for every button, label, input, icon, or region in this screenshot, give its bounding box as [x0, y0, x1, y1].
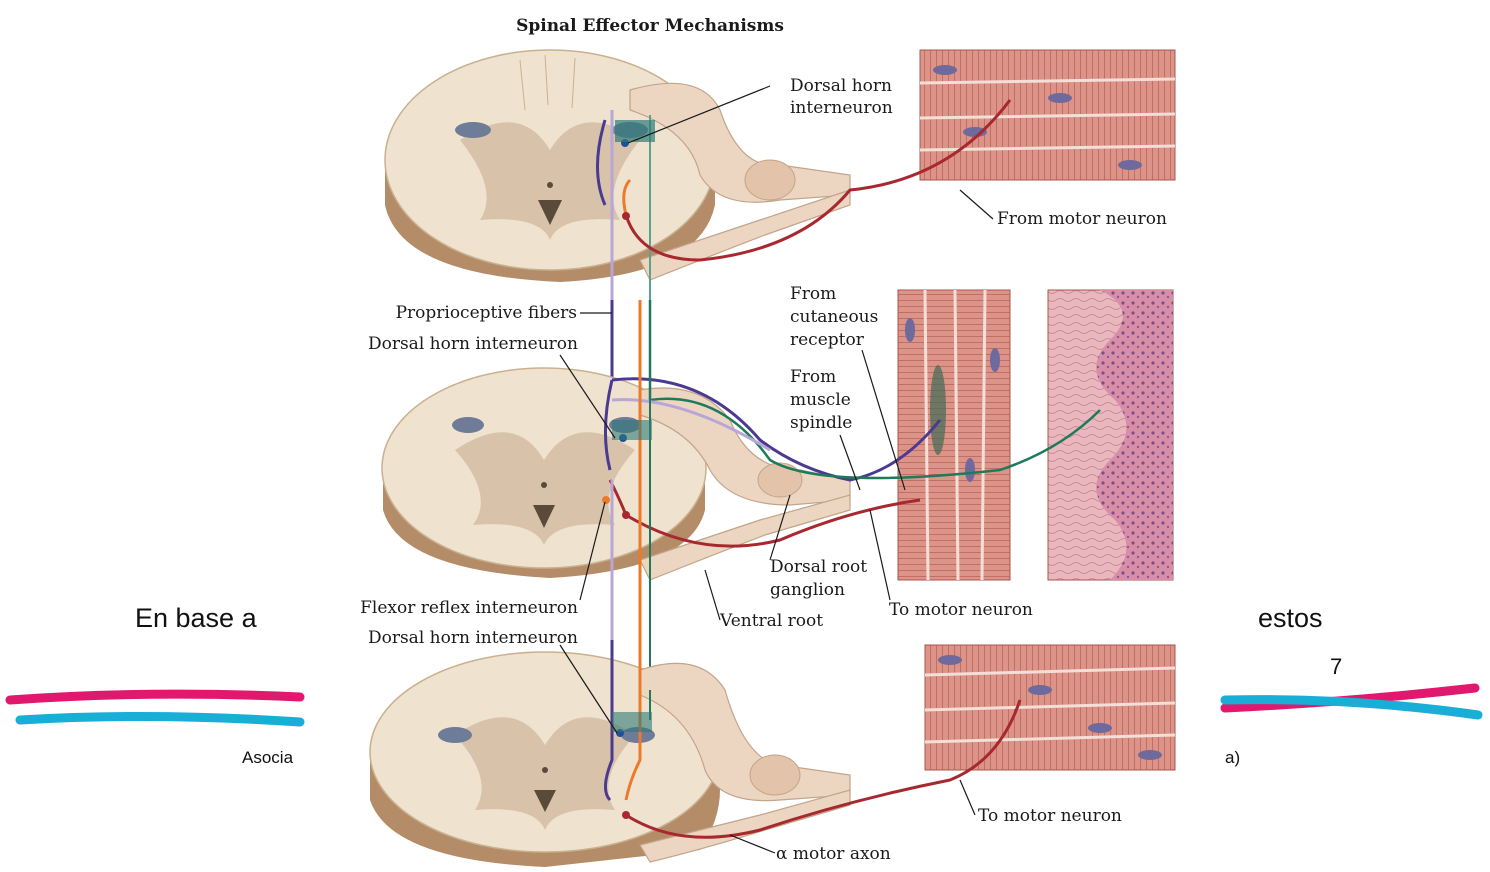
label-from-cutaneous-line1: From [790, 284, 836, 304]
label-ventral-root: Ventral root [719, 611, 823, 631]
label-from-motor-neuron: From motor neuron [997, 209, 1167, 229]
label-dorsal-horn-top-line1: Dorsal horn [790, 76, 892, 96]
skin-tissue [1048, 290, 1173, 580]
label-alpha-motor-axon: α motor axon [776, 844, 891, 864]
muscle-tissue-top [920, 50, 1175, 180]
label-dorsal-root-ganglion-line2: ganglion [770, 580, 845, 600]
label-dorsal-horn-top-line2: interneuron [790, 98, 893, 118]
figure-title: Spinal Effector Mechanisms [516, 16, 784, 36]
label-from-cutaneous-line3: receptor [790, 330, 865, 350]
label-flexor-reflex-interneuron: Flexor reflex interneuron [360, 598, 578, 618]
label-from-muscle-line2: muscle [790, 390, 851, 410]
label-from-muscle-line3: spindle [790, 413, 852, 433]
muscle-tissue-middle [898, 290, 1010, 580]
label-dorsal-root-ganglion-line1: Dorsal root [770, 557, 867, 577]
label-dorsal-horn-bottom: Dorsal horn interneuron [368, 628, 578, 648]
slide-body-text-left: En base a [135, 603, 257, 634]
label-dorsal-horn-mid: Dorsal horn interneuron [368, 334, 578, 354]
label-from-cutaneous-line2: cutaneous [790, 307, 878, 327]
label-proprioceptive-fibers: Proprioceptive fibers [396, 303, 577, 323]
footer-text-left: Asocia [242, 748, 293, 768]
slide-decoration-right [1225, 688, 1478, 715]
muscle-tissue-bottom [925, 645, 1175, 770]
label-from-muscle-line1: From [790, 367, 836, 387]
footer-text-right: a) [1225, 748, 1240, 768]
slide-body-text-right: estos [1258, 603, 1323, 634]
page-number: 7 [1330, 654, 1342, 680]
label-to-motor-neuron-mid: To motor neuron [889, 600, 1033, 620]
slide-decoration-left [10, 694, 300, 722]
label-to-motor-neuron-bottom: To motor neuron [978, 806, 1122, 826]
